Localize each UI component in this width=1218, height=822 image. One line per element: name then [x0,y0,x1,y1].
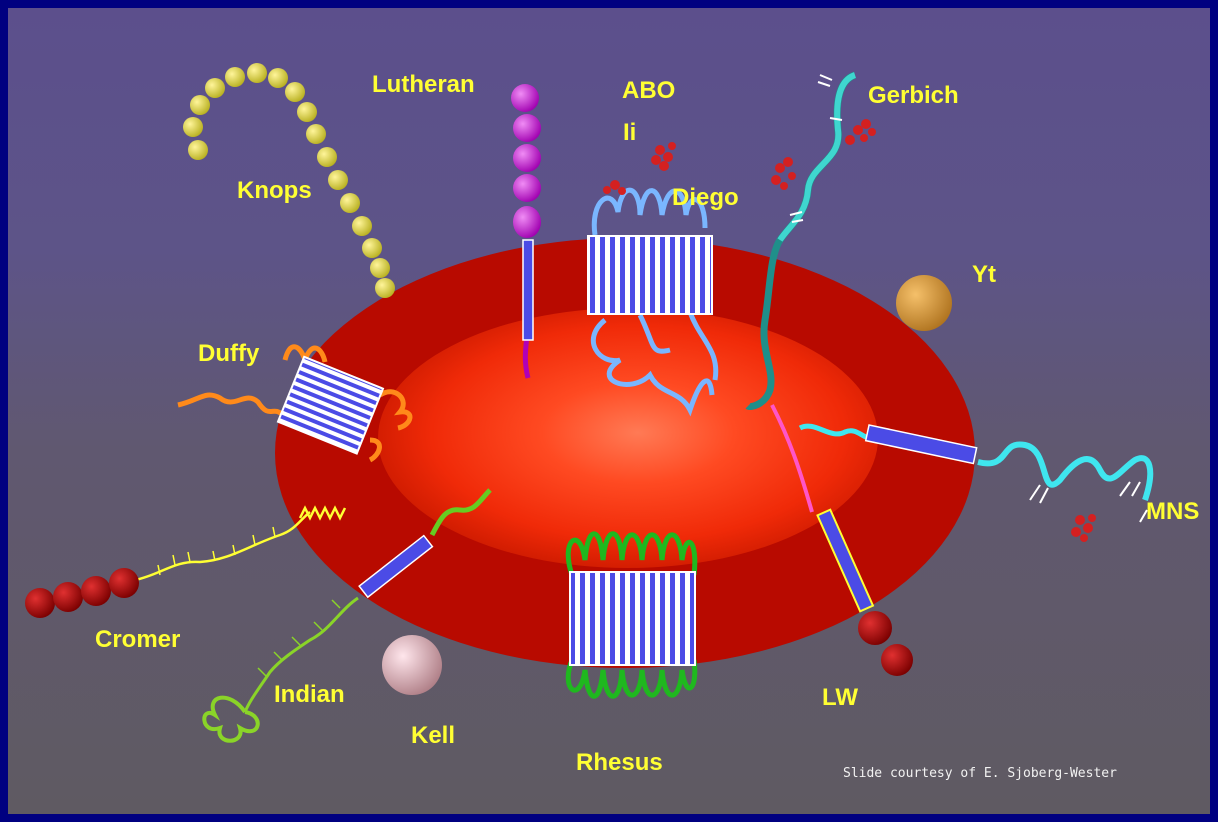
label-diego: Diego [672,184,739,211]
label-gerbich: Gerbich [868,82,959,109]
label-lutheran: Lutheran [372,71,475,98]
cromer-protein [25,508,345,618]
label-knops: Knops [237,177,312,204]
label-indian: Indian [274,681,345,708]
label-duffy: Duffy [198,340,260,367]
label-ii: Ii [623,119,636,146]
credit-text: Slide courtesy of E. Sjoberg-Wester [843,766,1117,781]
label-yt: Yt [972,261,996,288]
yt-protein [896,275,952,331]
label-mns: MNS [1146,498,1199,525]
kell-protein [382,635,442,695]
label-rhesus: Rhesus [576,749,663,776]
label-cromer: Cromer [95,626,180,653]
label-lw: LW [822,684,858,711]
label-kell: Kell [411,722,455,749]
label-abo: ABO [622,77,675,104]
